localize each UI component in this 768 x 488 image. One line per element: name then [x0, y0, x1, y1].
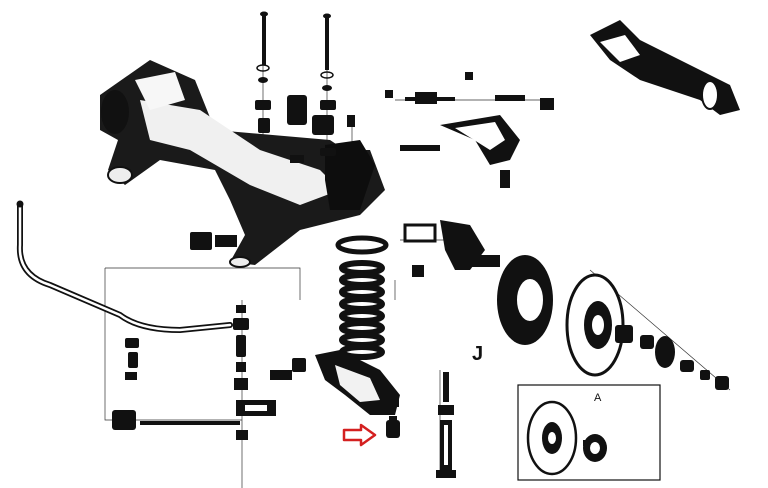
- shock-absorber: [436, 372, 456, 478]
- mount-bushings: [255, 64, 355, 163]
- mount-bolts: [260, 11, 331, 70]
- upper-control-arm: [385, 72, 554, 188]
- tie-rod: [140, 400, 276, 440]
- inset-hub: [583, 434, 607, 462]
- detail-inset: A: [517, 384, 661, 481]
- diagram-label: J: [472, 343, 483, 365]
- lower-control-arm: [315, 350, 400, 415]
- red-outline-arrow-icon: [342, 423, 377, 447]
- splash-shield: [497, 255, 553, 345]
- link-hardware: [112, 232, 306, 430]
- steering-knuckle: [403, 220, 500, 277]
- anti-roll-bar: [16, 200, 233, 334]
- brake-disc: [565, 273, 625, 377]
- ball-joint: [386, 416, 400, 438]
- wheel-hub: [615, 325, 729, 390]
- coil-spring: [335, 235, 389, 360]
- inset-label: A: [594, 392, 602, 404]
- crossmember-subframe: [100, 60, 385, 268]
- assembled-view-thumbnail: [590, 20, 740, 115]
- inset-disc: [526, 400, 578, 476]
